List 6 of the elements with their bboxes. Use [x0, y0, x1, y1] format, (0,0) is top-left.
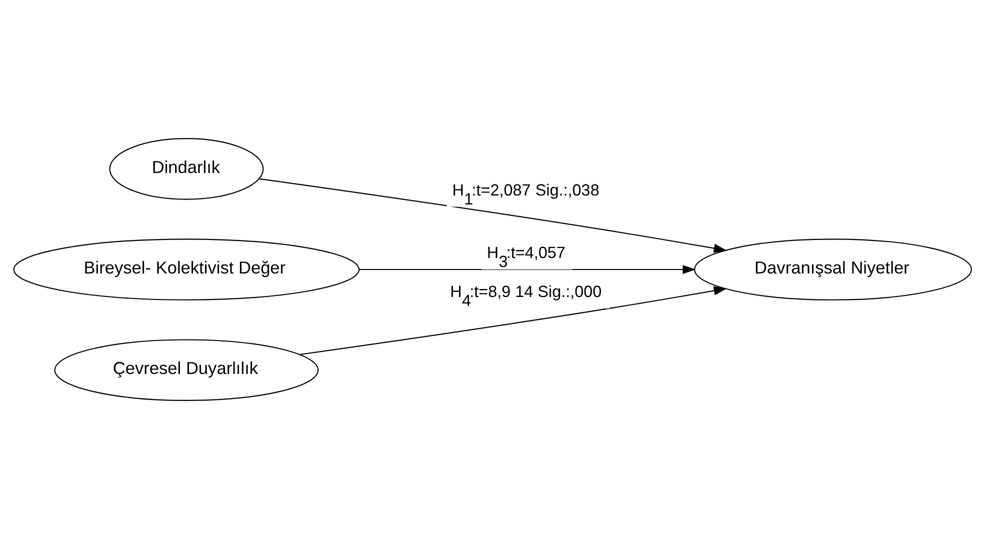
arrow — [300, 286, 727, 355]
arrow — [359, 264, 696, 274]
node-ellipse: Bireysel- Kolektivist Değer — [13, 238, 360, 300]
node-ellipse: Çevresel Duyarlılık — [54, 338, 319, 400]
node-ellipse: Davranışsal Niyetler — [694, 238, 972, 300]
node-ellipse: Dindarlık — [109, 138, 264, 200]
